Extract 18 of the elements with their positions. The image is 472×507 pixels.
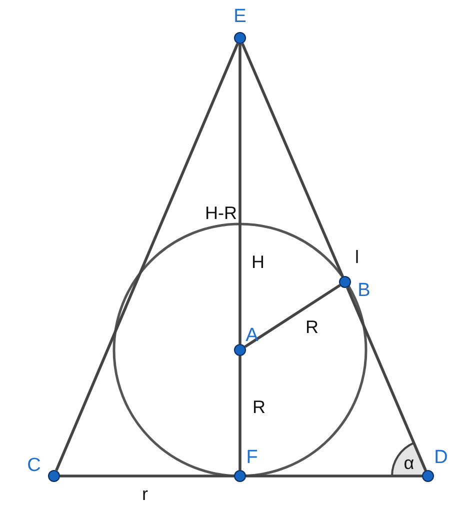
point-label: D [434,448,448,468]
measure-label: H [250,252,266,272]
point-label: B [358,281,370,301]
measure-label: H-R [204,203,238,223]
line-segment [60,474,234,478]
line-segment [244,284,341,348]
point-label: E [234,7,246,27]
line-segment [241,42,344,278]
line-segment [55,42,239,472]
point-label: C [27,456,41,476]
measure-label: l [354,247,360,267]
measure-label: α [402,453,416,473]
line-segment [238,356,242,470]
line-segment [346,286,427,472]
line-segment [246,474,422,478]
point-label: F [246,448,258,468]
line-segment [238,44,242,344]
point-label: A [246,326,258,346]
